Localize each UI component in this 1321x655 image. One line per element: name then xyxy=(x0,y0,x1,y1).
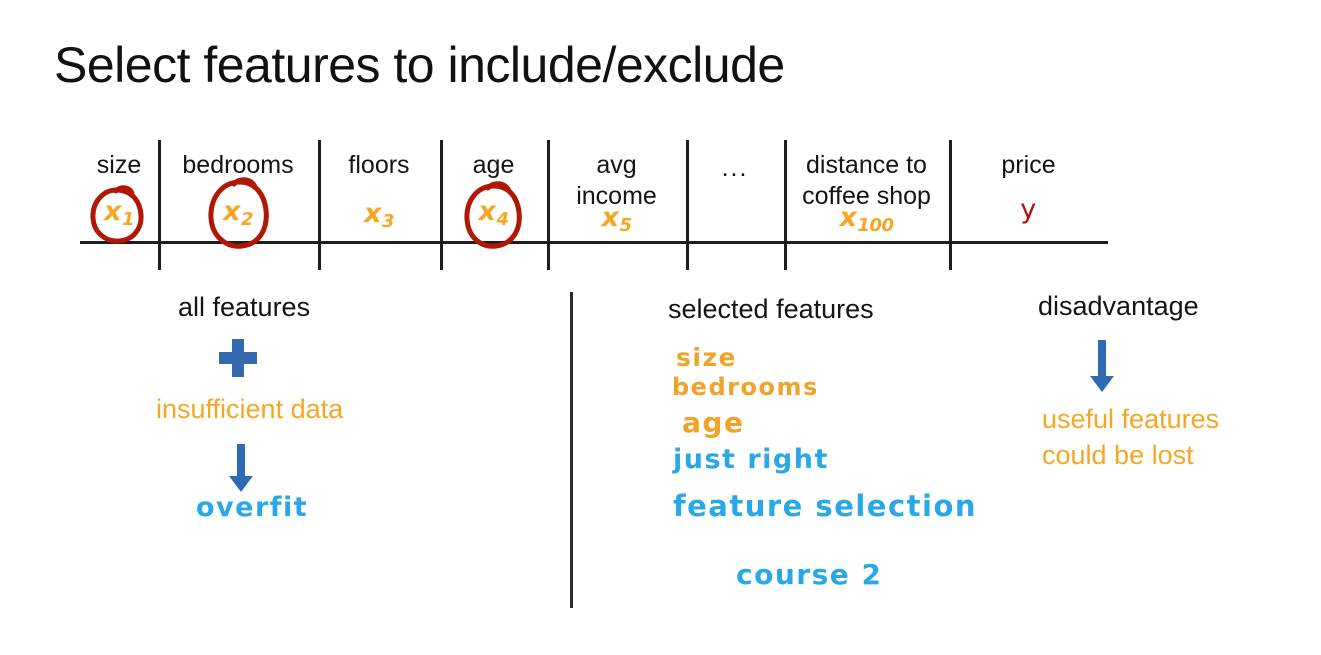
arrow-down-icon xyxy=(1090,340,1114,392)
column-divider xyxy=(784,140,787,270)
target-variable: y xyxy=(949,194,1108,225)
column-divider xyxy=(547,140,550,270)
column-variable: x1 xyxy=(80,196,158,230)
plus-icon xyxy=(219,339,257,377)
useful-features-lost-line1: useful features xyxy=(1042,404,1220,434)
just-right-label: just right xyxy=(673,444,829,475)
variable-name: x xyxy=(104,196,122,227)
variable-subscript: 2 xyxy=(240,209,254,230)
ellipsis-label: ... xyxy=(721,154,749,182)
column-label: price xyxy=(1001,151,1056,179)
column-divider xyxy=(440,140,443,270)
selected-feature-item: age xyxy=(682,406,745,439)
arrow-down-icon xyxy=(229,444,253,492)
selected-feature-item: bedrooms xyxy=(672,373,819,401)
table-column-price: price y xyxy=(949,140,1108,225)
column-divider xyxy=(318,140,321,270)
column-variable: x4 xyxy=(440,196,547,230)
variable-subscript: 5 xyxy=(619,215,632,236)
column-variable: x100 xyxy=(784,202,949,236)
useful-features-lost-line2: could be lost xyxy=(1042,440,1194,470)
column-label: floors xyxy=(348,151,410,179)
variable-subscript: 3 xyxy=(381,211,395,232)
variable-name: x xyxy=(601,202,620,233)
column-label: bedrooms xyxy=(182,151,294,179)
column-variable: x3 xyxy=(318,198,440,232)
column-variable: x2 xyxy=(158,196,318,230)
variable-subscript: 4 xyxy=(496,209,509,230)
variable-name: x xyxy=(364,198,382,229)
column-label: size xyxy=(96,151,142,179)
disadvantage-heading: disadvantage xyxy=(1038,291,1199,321)
table-column-avg-income: avg income x5 xyxy=(547,140,686,236)
variable-name: y xyxy=(1020,194,1037,225)
table-column-ellipsis: ... xyxy=(686,140,784,183)
table-column-distance-to-coffee-shop: distance to coffee shop x100 xyxy=(784,140,949,236)
page-title: Select features to include/exclude xyxy=(54,37,785,93)
table-baseline xyxy=(80,241,1108,244)
column-divider xyxy=(158,140,161,270)
table-column-age: age x4 xyxy=(440,140,547,249)
insufficient-data-label: insufficient data xyxy=(156,394,344,424)
variable-name: x xyxy=(839,202,858,233)
selected-feature-item: size xyxy=(676,343,737,372)
column-divider xyxy=(686,140,689,270)
variable-name: x xyxy=(478,196,497,227)
table-column-bedrooms: bedrooms x2 xyxy=(158,140,318,249)
feature-table: size x1 bedrooms x2 floors x3 age x4 xyxy=(80,140,1108,270)
course-reference-label: course 2 xyxy=(736,558,883,591)
variable-subscript: 100 xyxy=(857,215,894,236)
variable-name: x xyxy=(223,196,241,227)
column-label: distance to coffee shop xyxy=(802,151,931,210)
column-divider xyxy=(949,140,952,270)
table-column-size: size x1 xyxy=(80,140,158,244)
column-label: age xyxy=(472,151,515,179)
column-label: avg income xyxy=(576,151,657,210)
feature-selection-label: feature selection xyxy=(673,489,978,523)
table-column-floors: floors x3 xyxy=(318,140,440,232)
column-variable: x5 xyxy=(547,202,686,236)
variable-subscript: 1 xyxy=(121,209,135,230)
overfit-label: overfit xyxy=(196,492,309,523)
all-features-heading: all features xyxy=(178,292,311,322)
selected-features-heading: selected features xyxy=(668,294,874,324)
section-separator xyxy=(570,292,573,608)
